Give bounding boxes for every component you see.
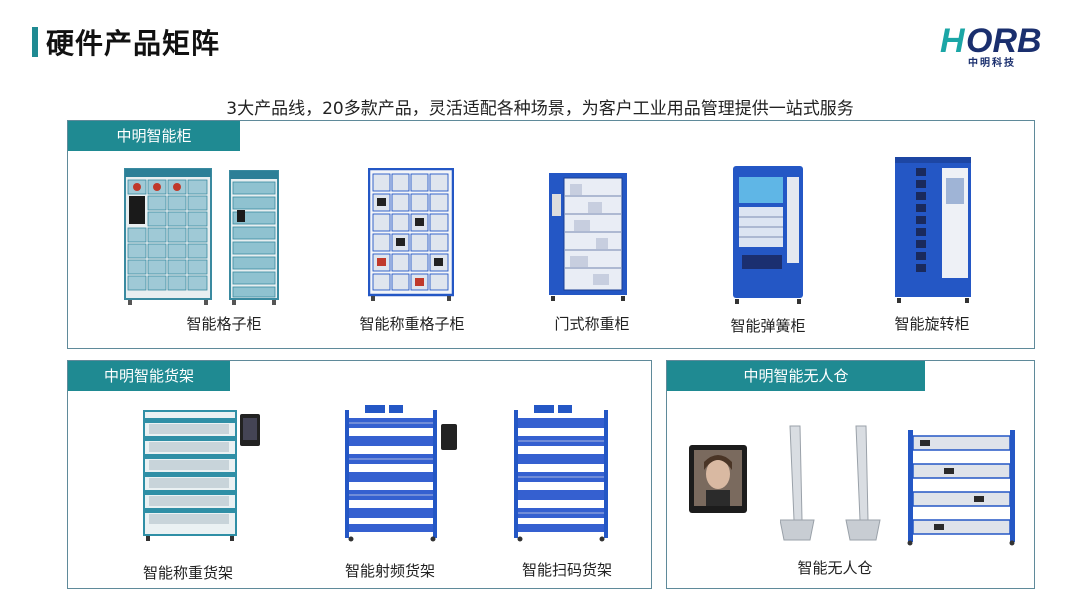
company-logo: H ORB (940, 22, 1042, 60)
door-weighing-cabinet-image (549, 173, 627, 301)
face-recognition-terminal-image (689, 445, 747, 513)
product-label-spring-cabinet: 智能弹簧柜 (730, 317, 806, 335)
spring-cabinet-image (733, 166, 803, 304)
rfid-shelf-image (345, 405, 457, 542)
product-label-weighing-grid-locker: 智能称重格子柜 (359, 315, 465, 333)
weighing-grid-locker-image (368, 168, 454, 301)
shelves-tab: 中明智能货架 (68, 361, 230, 391)
product-label-grid-locker: 智能格子柜 (186, 315, 262, 333)
title-accent-bar (32, 27, 38, 57)
grid-locker-image (124, 168, 212, 305)
product-label-door-weighing-cabinet: 门式称重柜 (554, 315, 630, 333)
grid-locker-side-image (229, 170, 279, 305)
page-subtitle: 3大产品线，20多款产品，灵活适配各种场景，为客户工业用品管理提供一站式服务 (226, 99, 854, 119)
cabinets-tab: 中明智能柜 (68, 121, 240, 151)
weighing-shelf-image (143, 410, 260, 541)
rotary-cabinet-image (895, 157, 971, 303)
product-label-rotary-cabinet: 智能旋转柜 (894, 315, 970, 333)
warehouse-rack-image (907, 430, 1015, 546)
product-label-scan-shelf: 智能扫码货架 (521, 561, 612, 579)
logo-letters-orb: ORB (966, 22, 1042, 60)
page-title: 硬件产品矩阵 (46, 27, 221, 60)
logo-subtext: 中明科技 (968, 58, 1016, 69)
product-label-rfid-shelf: 智能射频货架 (344, 562, 435, 580)
product-label-weighing-shelf: 智能称重货架 (142, 564, 233, 582)
logo-letter-h: H (940, 22, 966, 60)
warehouse-tab: 中明智能无人仓 (667, 361, 925, 391)
scan-shelf-image (514, 405, 608, 542)
rfid-gate-image (780, 425, 881, 541)
product-label-unmanned-warehouse: 智能无人仓 (797, 559, 873, 577)
